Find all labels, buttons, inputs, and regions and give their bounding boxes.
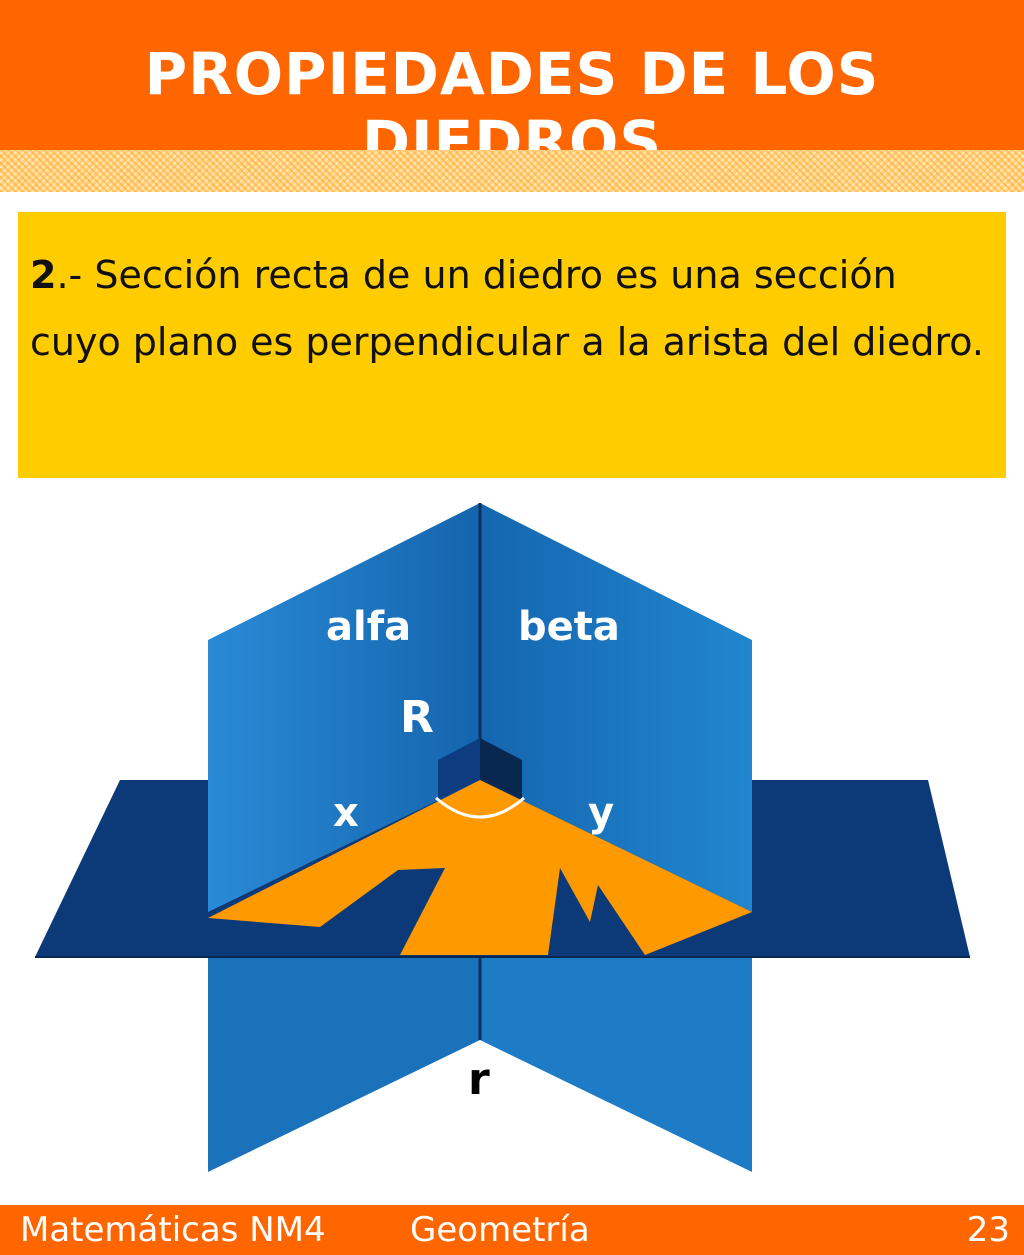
header-bar: PROPIEDADES DE LOS DIEDROS bbox=[0, 0, 1024, 176]
right-angle-cube-right bbox=[480, 738, 522, 800]
plane-beta-lower bbox=[480, 957, 752, 1172]
plane-beta-upper bbox=[480, 503, 752, 912]
footer-course: Matemáticas NM4 bbox=[20, 1210, 326, 1250]
label-beta: beta bbox=[518, 604, 620, 650]
label-y: y bbox=[588, 790, 614, 836]
right-angle-cube-left bbox=[438, 738, 480, 800]
label-R: R bbox=[400, 692, 434, 743]
plane-alfa-upper bbox=[208, 503, 480, 912]
label-x: x bbox=[333, 790, 359, 836]
label-alfa: alfa bbox=[326, 604, 411, 650]
definition-box: 2.- Sección recta de un diedro es una se… bbox=[18, 212, 1006, 478]
plane-alfa-lower bbox=[208, 957, 480, 1172]
definition-number: 2 bbox=[30, 253, 57, 297]
page-number: 23 bbox=[966, 1210, 1010, 1250]
footer-bar: Matemáticas NM4 Geometría 23 bbox=[0, 1205, 1024, 1255]
header-texture-strip bbox=[0, 150, 1024, 192]
right-angle-arc bbox=[435, 796, 525, 819]
definition-text: .- Sección recta de un diedro es una sec… bbox=[30, 253, 984, 364]
footer-subject: Geometría bbox=[410, 1210, 590, 1250]
orange-section bbox=[208, 780, 752, 955]
label-r: r bbox=[468, 1054, 490, 1105]
page-title: PROPIEDADES DE LOS DIEDROS bbox=[144, 40, 880, 176]
dihedral-diagram: alfa beta R x y r bbox=[35, 503, 970, 1172]
